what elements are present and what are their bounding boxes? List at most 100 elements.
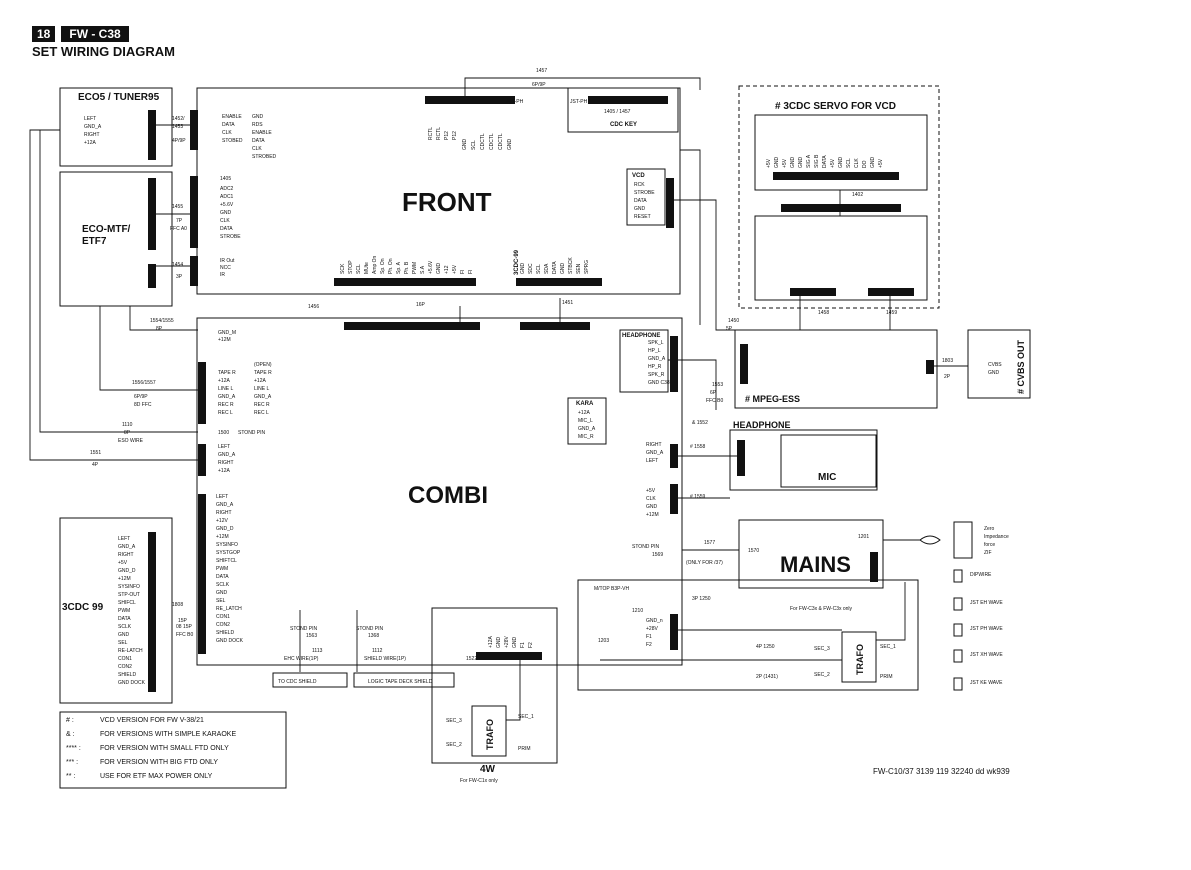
- ref-only-for: (ONLY FOR /37): [686, 560, 723, 566]
- pin-label-fourw: +12A: [488, 636, 494, 648]
- pin-label-mains_in: +28V: [646, 626, 658, 632]
- pin-label-cdc99_big: SCLK: [118, 624, 132, 630]
- ref-stond-1368: STOND PIN: [356, 626, 384, 632]
- page-number: 18: [32, 26, 56, 42]
- ref-1368: 1368: [368, 633, 379, 639]
- ref-sec2: SEC_2: [814, 672, 830, 678]
- pin-label-front_tu: DATA: [252, 138, 265, 144]
- pin-label-front_1458: +5V: [452, 264, 458, 274]
- ref-1556: 1556/1557: [132, 380, 156, 386]
- pin-label-hp_tr: HP_R: [648, 364, 662, 370]
- pin-label-cn51: GND_A: [218, 452, 236, 458]
- pin-label-vcd: RESET: [634, 214, 651, 220]
- ref-1201: 1201: [858, 534, 869, 540]
- vcd-label: VCD: [632, 173, 645, 179]
- pin-label-ecomtf: REC R: [218, 402, 234, 408]
- ref-for-fwc1x: For FW-C1x only: [460, 778, 498, 784]
- kara-label: KARA: [576, 401, 594, 407]
- ref-1554: 1554/1555: [150, 318, 174, 324]
- front-label: FRONT: [402, 187, 492, 217]
- pin-label-etf7_pins: TAPE R: [254, 370, 272, 376]
- pin-label-cdc_key_2: CDCTL: [498, 133, 504, 150]
- ref-1402: 1402: [852, 192, 863, 198]
- pin-label-combi_fe: DATA: [216, 574, 229, 580]
- ref-4p-1250: 4P 1250: [756, 644, 775, 650]
- pin-label-cdc_key_1: RCTL: [436, 127, 442, 140]
- pin-label-cdc_key_1: RCTL: [428, 127, 434, 140]
- ref-1500: 1500: [218, 430, 229, 436]
- ref-stond-1569: STOND PIN: [632, 544, 660, 550]
- ref-1452: 1452/: [172, 116, 185, 122]
- pin-label-servo_top: SCL: [846, 158, 852, 168]
- ref-1203: 1203: [598, 638, 609, 644]
- pin-label-hp_tr: GND_A: [648, 356, 666, 362]
- legend-symbol: *** :: [66, 759, 78, 766]
- ref-1110: 1110: [122, 422, 133, 428]
- pin-label-servo_top: GND: [798, 157, 804, 169]
- pin-label-servo_top: +5V: [878, 158, 884, 168]
- pin-label-front_tu: STROBED: [252, 154, 277, 160]
- pin-label-cdc_key_2: GND: [507, 139, 513, 151]
- ref-sec2-b: SEC_2: [446, 742, 462, 748]
- pin-label-fourw: +28V: [504, 636, 510, 648]
- pin-label-fourw: F1: [520, 642, 526, 648]
- pin-label-servo_top: +5V: [782, 158, 788, 168]
- pin-label-ecomtf: +12A: [218, 378, 230, 384]
- pin-label-cdc99_big: DATA: [118, 616, 131, 622]
- ref-prim: PRIM: [880, 674, 893, 680]
- ref-1522: 1522: [466, 656, 477, 662]
- pin-label-cn26: RIGHT: [646, 442, 662, 448]
- pin-label-kara_pins: +12A: [578, 410, 590, 416]
- ref-1405-1457: 1405 / 1457: [604, 109, 631, 115]
- pin-label-vcd: STROBE: [634, 190, 655, 196]
- trafo-label-bottom: TRAFO: [485, 719, 495, 750]
- pin-label-servo_top: DO: [862, 160, 868, 168]
- pin-label-combi_fe: GND_D: [216, 526, 234, 532]
- ref-shield-wire: SHIELD WIRE(1P): [364, 656, 406, 662]
- legend-box: [59, 711, 287, 789]
- pin-label-cdc99_big: +12M: [118, 576, 131, 582]
- eco5-tuner-label: ECO5 / TUNER95: [78, 92, 160, 103]
- pin-label-etf: DATA: [220, 226, 233, 232]
- combi-label: COMBI: [408, 482, 488, 509]
- pin-label-kara_pins: MIC_R: [578, 434, 594, 440]
- pin-label-cdc99: GND: [560, 263, 566, 275]
- pin-label-cdc_key_2: SCL: [471, 140, 477, 150]
- ref-4p: 4P: [92, 462, 99, 468]
- mains-board: [738, 519, 884, 589]
- ref-1455: 1455: [172, 204, 183, 210]
- ref-1563: 1563: [306, 633, 317, 639]
- pin-label-cdc99: SPRG: [584, 260, 590, 274]
- pin-label-front_eco: DATA: [222, 122, 235, 128]
- cdc-key-box: [567, 87, 679, 133]
- pin-label-front_tu: CLK: [252, 146, 262, 152]
- cdc-key-label: CDC KEY: [610, 122, 637, 128]
- ref-6p-9p: 6P/9P: [134, 394, 148, 400]
- ref-1458: 1458: [818, 310, 829, 316]
- pin-label-cdc99: STBCK: [568, 257, 574, 274]
- pin-label-cdc_key_1: P12: [444, 131, 450, 140]
- ref-for-fwc3x: For FW-C3x & FW-C3x only: [790, 606, 853, 612]
- pin-label-etf: CLK: [220, 218, 230, 224]
- pin-label-cdc99_big: +5V: [118, 560, 128, 566]
- servo-upper-board: [754, 114, 928, 191]
- pin-label-cn23: CLK: [646, 496, 656, 502]
- pin-label-cvbs_pins: GND: [988, 370, 1000, 376]
- ref-16p: 16P: [416, 302, 426, 308]
- pin-label-combi_fe: SCLK: [216, 582, 230, 588]
- document-reference: FW-C10/37 3139 119 32240 dd wk939: [873, 767, 1010, 776]
- pin-label-c1554: +12M: [218, 337, 231, 343]
- legend-text: USE FOR ETF MAX POWER ONLY: [100, 773, 213, 780]
- pin-label-front_1458: +12: [444, 265, 450, 274]
- ref-1577: 1577: [704, 540, 715, 546]
- pin-label-servo_top: GND: [838, 157, 844, 169]
- ref-ffc-b0: FFC B0: [706, 398, 723, 404]
- ref-sec1: SEC_1: [880, 644, 896, 650]
- pin-label-eco5: RIGHT: [84, 132, 100, 138]
- ref-3p-1250: 3P 1250: [692, 596, 711, 602]
- legend-text: FOR VERSIONS WITH SIMPLE KARAOKE: [100, 731, 236, 738]
- pin-label-combi_fe: GND: [216, 590, 228, 596]
- power-outline: [577, 579, 919, 691]
- pin-label-cdc99_big: GND: [118, 632, 130, 638]
- ref-dipwire: DIPWIRE: [970, 572, 992, 578]
